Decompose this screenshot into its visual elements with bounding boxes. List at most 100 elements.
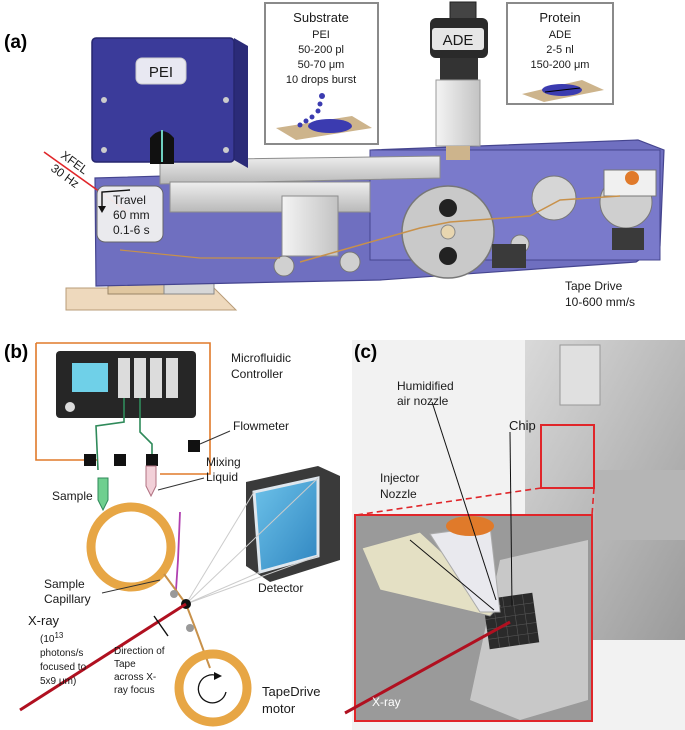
tape-guide-block-2	[612, 228, 644, 250]
tape-b	[163, 573, 211, 669]
detector-screen	[252, 476, 320, 574]
motor-rotation-head	[214, 672, 222, 680]
tape-drive-title: Tape Drive	[565, 279, 623, 293]
tape-reel-hole-1	[439, 199, 457, 217]
travel-arrow-head	[98, 206, 106, 213]
protein-line2: 2-5 nl	[546, 44, 574, 56]
ade-label: ADE	[443, 32, 474, 49]
substrate-line2: 50-200 pl	[298, 44, 344, 56]
sample-label: Sample	[52, 489, 93, 503]
tape-reel-hole-2	[439, 247, 457, 265]
mixing-label-2: Liquid	[206, 470, 238, 484]
chip-leader	[509, 431, 513, 607]
substrate-drop-4	[309, 114, 315, 120]
photo-equipment-base	[595, 470, 685, 540]
capillary-line	[175, 511, 181, 591]
panel-b-label: (b)	[4, 342, 28, 363]
capillary-leader	[101, 579, 161, 594]
diffraction-lines	[185, 477, 319, 605]
panel-c-label: (c)	[354, 342, 377, 363]
substrate-title: Substrate	[293, 10, 349, 25]
motor-label-1: TapeDrive	[262, 684, 321, 699]
substrate-line4: 10 drops burst	[286, 74, 356, 86]
travel-line3: 0.1-6 s	[113, 223, 150, 237]
capillary-label-2: Capillary	[44, 592, 91, 606]
substrate-drop-3	[315, 108, 321, 114]
mixing-label-1: Mixing	[206, 455, 241, 469]
xray-b-line1-base: (10	[40, 634, 55, 645]
substrate-drop-5	[303, 118, 309, 124]
roller-2	[339, 251, 361, 273]
photo-equipment-top	[559, 344, 601, 406]
xray-b-line1: (1013	[40, 631, 64, 645]
protein-title: Protein	[539, 10, 580, 25]
xray-b-line2: photons/s	[40, 648, 83, 659]
substrate-line3: 50-70 μm	[298, 59, 345, 71]
detector-label: Detector	[258, 581, 303, 595]
protein-width-arrow	[544, 87, 581, 93]
pei-dispenser-side	[234, 38, 248, 168]
sample-capillary-coil	[86, 502, 176, 592]
flowmeter-4	[188, 440, 200, 452]
controller-screen	[72, 363, 108, 392]
zoom-line-right	[591, 487, 595, 516]
ade-tip	[446, 146, 470, 160]
substrate-drop-6	[297, 122, 303, 128]
mixing-leader	[157, 477, 205, 491]
xray-beam-c	[344, 620, 511, 715]
tape-direction-2: Tape	[114, 659, 136, 670]
panel-a-label: (a)	[4, 32, 27, 53]
tape-drive-speed: 10-600 mm/s	[565, 295, 635, 309]
mixing-vial	[145, 465, 157, 498]
protein-line1: ADE	[549, 29, 572, 41]
controller-ports	[118, 358, 178, 398]
capillary-label-1: Sample	[44, 577, 85, 591]
humidified-label-2: air nozzle	[397, 394, 449, 408]
substrate-puddle	[308, 119, 352, 133]
protein-line3: 150-200 μm	[531, 59, 590, 71]
tape-direction-arrow	[153, 615, 169, 637]
gantry-carriage	[169, 181, 371, 213]
green-tube	[95, 398, 125, 471]
tape-roller-1	[170, 590, 178, 598]
zoom-line-left	[355, 487, 542, 516]
pei-label-box	[135, 57, 187, 85]
tape-guide-block	[492, 244, 526, 268]
gantry-block	[281, 195, 339, 257]
tape-direction-1: Direction of	[114, 646, 165, 657]
flowmeter-1	[84, 454, 96, 466]
flowmeter-leader	[199, 430, 231, 445]
tape-drive-orange-knob	[625, 171, 639, 185]
controller-frame	[35, 342, 211, 475]
injector-leader	[409, 539, 495, 611]
motor-rotation-arrow	[197, 674, 227, 704]
motor-label-2: motor	[262, 701, 296, 716]
xray-b-line1-exp: 13	[54, 631, 63, 640]
xray-b-line3: focused to	[40, 662, 87, 673]
xray-b-title: X-ray	[28, 613, 60, 628]
substrate-drop-2	[317, 101, 323, 107]
pei-screw-3	[101, 147, 107, 153]
green-tube-2	[139, 398, 153, 458]
travel-line2: 60 mm	[113, 208, 150, 222]
travel-arrow	[101, 189, 131, 210]
tape-reel-hub	[440, 224, 456, 240]
tape-roller-2	[186, 624, 194, 632]
flowmeter-2	[114, 454, 126, 466]
tape-direction-3: across X-	[114, 672, 156, 683]
substrate-drop-1	[319, 93, 325, 99]
flowmeter-3	[146, 454, 158, 466]
gantry-rail	[159, 155, 441, 185]
ade-knob	[449, 1, 477, 21]
pei-box-label: PEI	[149, 64, 173, 81]
sample-vial	[97, 477, 109, 512]
roller-1	[273, 255, 295, 277]
humidified-leader	[431, 401, 497, 601]
flowmeter-label: Flowmeter	[233, 419, 289, 433]
tape-direction-4: ray focus	[114, 685, 155, 696]
injector-label-2: Nozzle	[380, 487, 417, 501]
travel-line1: Travel	[113, 193, 146, 207]
controller-label-1: Microfluidic	[231, 351, 291, 365]
humidified-label-1: Humidified	[397, 379, 454, 393]
